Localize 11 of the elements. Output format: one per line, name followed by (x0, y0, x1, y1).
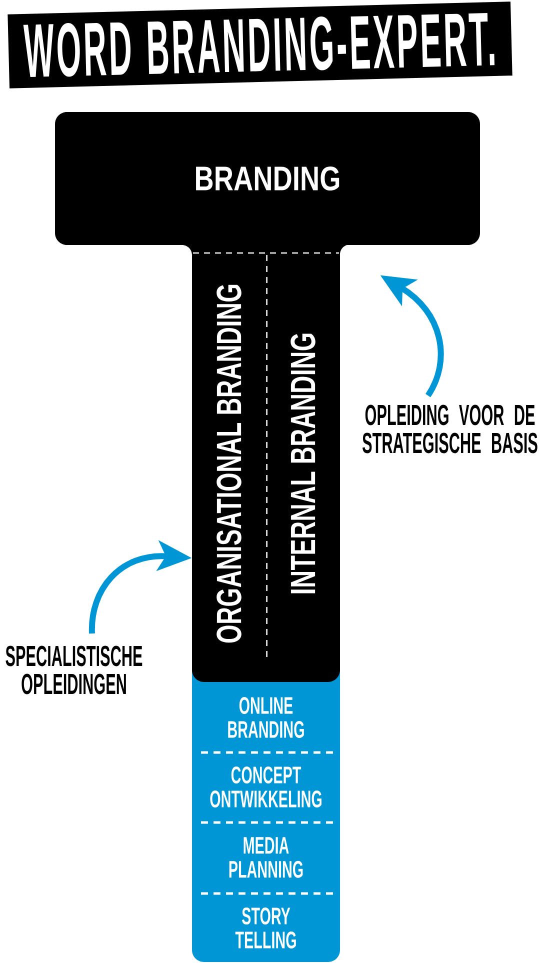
list-cell: CONCEPT ONTWIKKELING (192, 750, 340, 822)
list-cell: STORY TELLING (192, 892, 340, 962)
annotation-text: SPECIALISTISCHE OPLEIDINGEN (6, 646, 142, 694)
node-label: ORGANISATIONAL BRANDING (216, 284, 242, 643)
title-banner: WORD BRANDING-EXPERT. (8, 2, 512, 88)
annotation-text: OPLEIDING VOOR DE STRATEGISCHE BASIS (362, 404, 538, 454)
text-column: INTERNAL BRANDING (266, 244, 350, 682)
text-column: ORGANISATIONAL BRANDING (182, 244, 266, 682)
list-cell: MEDIA PLANNING (192, 820, 340, 892)
node-label: INTERNAL BRANDING (290, 334, 316, 594)
header-bar: BRANDING (55, 112, 480, 245)
